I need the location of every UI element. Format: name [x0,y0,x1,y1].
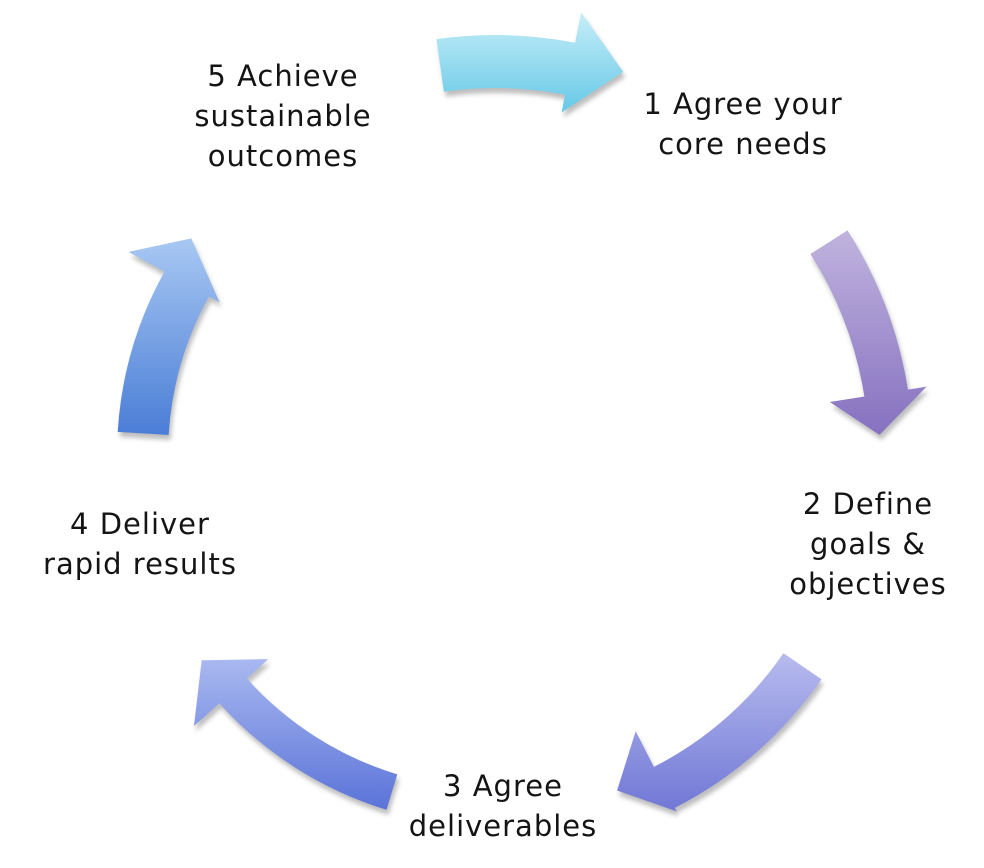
cycle-arrow-4-to-5 [117,238,220,435]
step-label-line: 1 Agree your [643,87,843,121]
step-label-line: rapid results [43,547,237,581]
step-label-line: 3 Agree [443,769,563,803]
step-label-line: 2 Define [802,487,934,521]
step-label-line: sustainable [194,99,372,133]
step-label-line: 5 Achieve [207,59,359,93]
step-label-4: 4 Deliver rapid results [43,504,237,584]
step-label-line: goals & [810,527,926,561]
step-label-line: outcomes [207,139,359,173]
step-label-line: 4 Deliver [70,507,210,541]
step-label-1: 1 Agree your core needs [643,84,842,164]
step-label-line: deliverables [408,809,598,843]
step-label-3: 3 Agree deliverables [409,766,597,846]
step-label-line: objectives [789,567,947,601]
step-label-line: core needs [658,127,828,161]
step-label-2: 2 Define goals & objectives [789,484,947,604]
cycle-arrow-5-to-1 [436,12,624,113]
cycle-arrow-2-to-3 [617,653,822,812]
cycle-arrow-3-to-4 [194,659,398,810]
step-label-5: 5 Achieve sustainable outcomes [194,56,371,176]
cycle-arrow-1-to-2 [810,230,927,435]
